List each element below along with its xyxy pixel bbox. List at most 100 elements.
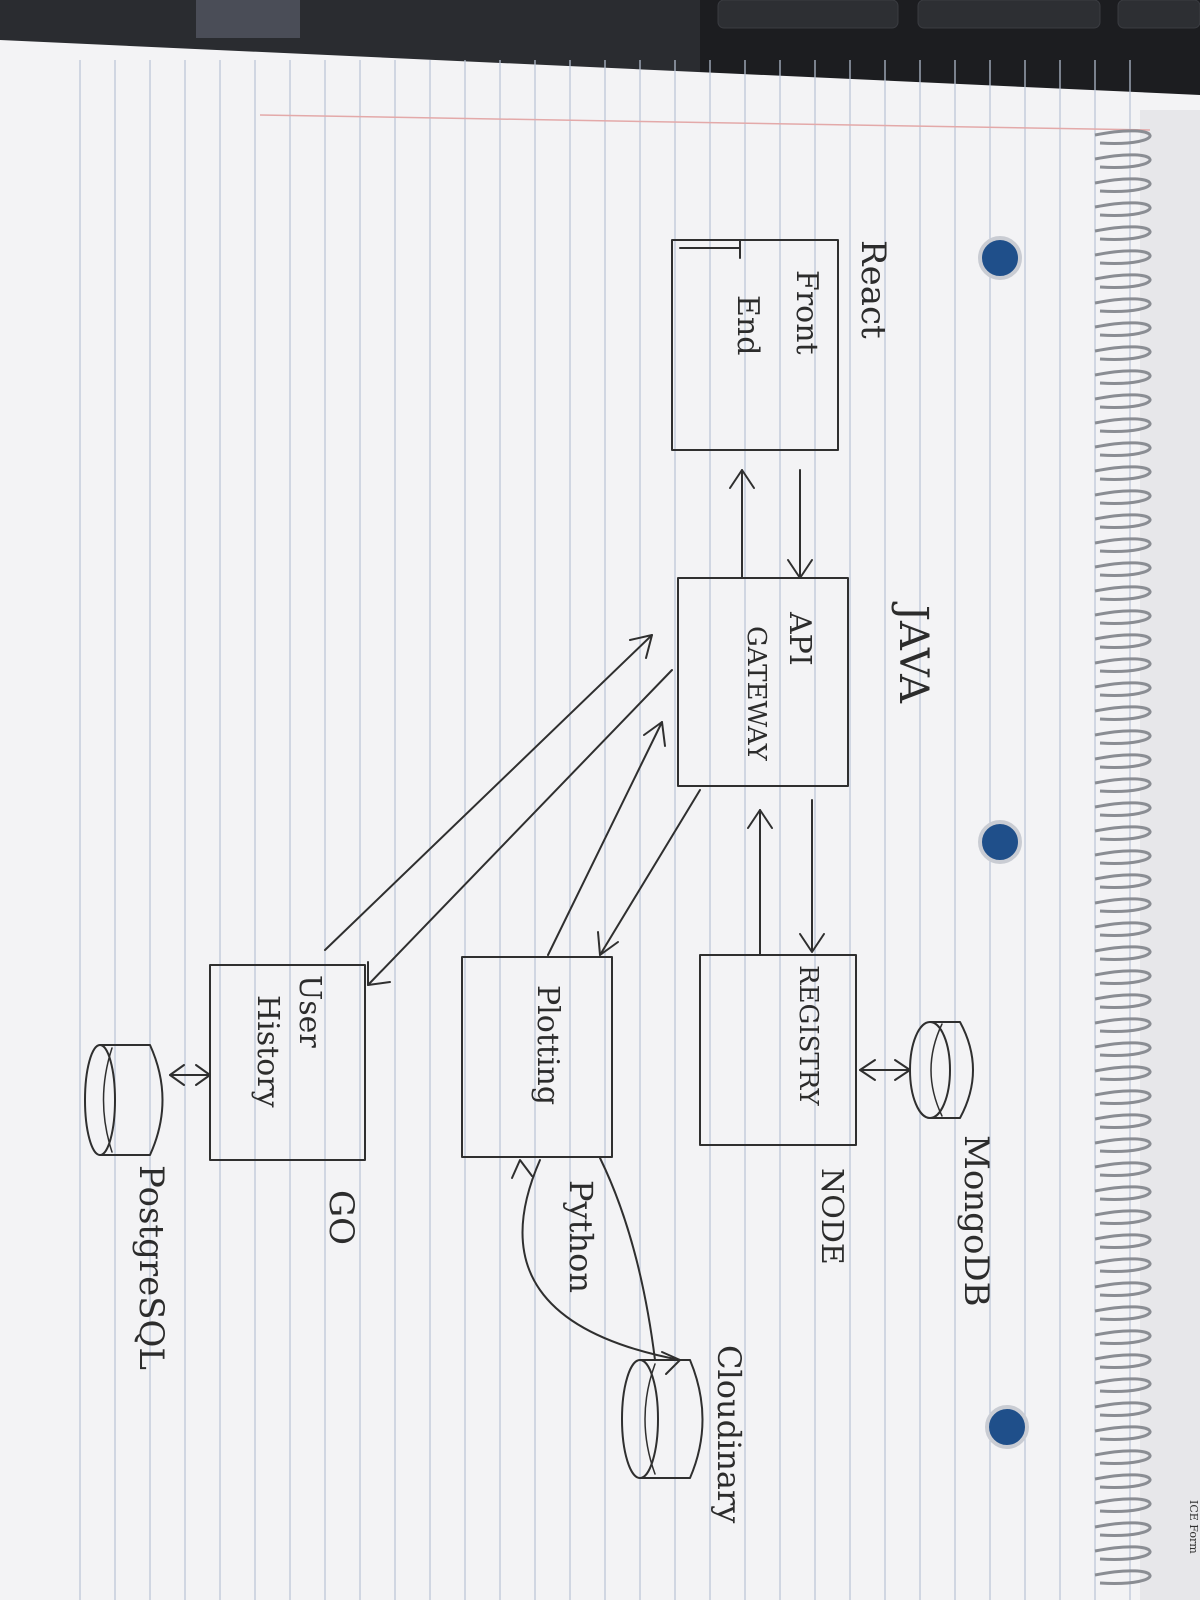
gateway-label-line1: API	[782, 611, 817, 666]
spiral-coil	[1094, 945, 1152, 961]
spiral-coil	[1094, 441, 1152, 457]
spiral-coil	[1094, 585, 1152, 601]
notebook-page	[0, 40, 1200, 1600]
spiral-binding	[1094, 129, 1152, 1585]
spiral-coil	[1094, 153, 1152, 169]
edge-history-gateway	[324, 634, 653, 951]
keyboard-key	[917, 0, 1101, 29]
arrowhead	[661, 1351, 681, 1375]
spiral-coil	[1094, 921, 1152, 937]
spiral-coil	[1094, 1089, 1152, 1105]
spiral-coil	[1094, 1545, 1152, 1561]
arrowhead	[643, 721, 666, 747]
spiral-coil	[1094, 1281, 1152, 1297]
mongodb-label: MongoDB	[956, 1135, 996, 1307]
cloudinary-database-icon	[621, 1359, 704, 1479]
spiral-coil	[1094, 825, 1152, 841]
spiral-coil	[1094, 1353, 1152, 1369]
sticker	[196, 0, 300, 38]
arrowhead	[511, 1159, 533, 1179]
spiral-coil	[1094, 777, 1152, 793]
history-node: User History	[209, 964, 366, 1161]
registry-node: REGISTRY	[699, 954, 857, 1146]
postgres-label: PostgreSQL	[131, 1165, 171, 1370]
spiral-coil	[1094, 1113, 1152, 1129]
keyboard-key	[717, 0, 899, 29]
spiral-coil	[1094, 489, 1152, 505]
gateway-label-line2: GATEWAY	[741, 626, 771, 762]
keyboard-key	[1117, 0, 1200, 29]
plotting-tech-label: Python	[562, 1180, 600, 1293]
registry-label: REGISTRY	[793, 965, 823, 1107]
spiral-coil	[1094, 537, 1152, 553]
spiral-coil	[1094, 849, 1152, 865]
spiral-coil	[1094, 369, 1152, 385]
spiral-coil	[1094, 1233, 1152, 1249]
spiral-coil	[1094, 801, 1152, 817]
spiral-coil	[1094, 1305, 1152, 1321]
corner-text: ICE Form	[1187, 1500, 1200, 1554]
spiral-coil	[1094, 177, 1152, 193]
spiral-coil	[1094, 297, 1152, 313]
arrowhead	[859, 1059, 876, 1081]
gateway-tech-label: JAVA	[890, 601, 936, 704]
registry-tech-label: NODE	[814, 1168, 849, 1265]
spiral-coil	[1094, 1401, 1152, 1417]
arrowhead	[894, 1059, 911, 1081]
arrowhead	[747, 809, 773, 829]
edge-gateway-plotting	[599, 789, 701, 956]
spiral-coil	[1094, 225, 1152, 241]
frontend-scribble	[679, 239, 741, 259]
frontend-tech-label: React	[853, 240, 893, 339]
cloudinary-label: Cloudinary	[710, 1345, 748, 1523]
spiral-coil	[1094, 633, 1152, 649]
history-label-line1: User	[292, 975, 327, 1048]
spiral-coil	[1094, 657, 1152, 673]
spiral-coil	[1094, 1473, 1152, 1489]
edge-cloudinary-plotting	[599, 1157, 656, 1361]
spiral-coil	[1094, 1521, 1152, 1537]
history-tech-label: GO	[321, 1190, 361, 1245]
spiral-coil	[1094, 1209, 1152, 1225]
spiral-coil	[1094, 897, 1152, 913]
margin-line	[259, 114, 1151, 131]
spiral-coil	[1094, 1065, 1152, 1081]
edge-plotting-cloudinary	[521, 1159, 681, 1361]
punch-hole	[985, 1405, 1029, 1449]
arrowhead	[799, 933, 825, 953]
punch-hole	[978, 820, 1022, 864]
spiral-coil	[1094, 1569, 1152, 1585]
arrowhead	[629, 634, 653, 659]
edge-gateway-history	[367, 669, 673, 986]
spiral-coil	[1094, 705, 1152, 721]
spiral-coil	[1094, 1257, 1152, 1273]
spiral-coil	[1094, 729, 1152, 745]
plotting-node: Plotting	[461, 956, 613, 1158]
spiral-coil	[1094, 321, 1152, 337]
spiral-coil	[1094, 1137, 1152, 1153]
plotting-label: Plotting	[530, 985, 565, 1105]
spiral-coil	[1094, 513, 1152, 529]
spiral-coil	[1094, 417, 1152, 433]
spiral-coil	[1094, 249, 1152, 265]
arrowhead	[787, 559, 813, 579]
spiral-coil	[1094, 1497, 1152, 1513]
arrowhead	[597, 931, 619, 956]
edge-plotting-gateway	[547, 721, 663, 956]
spiral-coil	[1094, 873, 1152, 889]
frontend-label-line1: Front	[789, 270, 824, 355]
spiral-coil	[1094, 993, 1152, 1009]
spiral-coil	[1094, 1449, 1152, 1465]
arrowhead	[729, 469, 755, 489]
spiral-coil	[1094, 1425, 1152, 1441]
spiral-coil	[1094, 1377, 1152, 1393]
spiral-coil	[1094, 1161, 1152, 1177]
postgres-database-icon	[84, 1044, 164, 1156]
arrowhead	[169, 1064, 185, 1086]
spiral-coil	[1094, 129, 1152, 145]
spiral-coil	[1094, 393, 1152, 409]
spiral-coil	[1094, 345, 1152, 361]
spiral-coil	[1094, 465, 1152, 481]
spiral-coil	[1094, 1017, 1152, 1033]
